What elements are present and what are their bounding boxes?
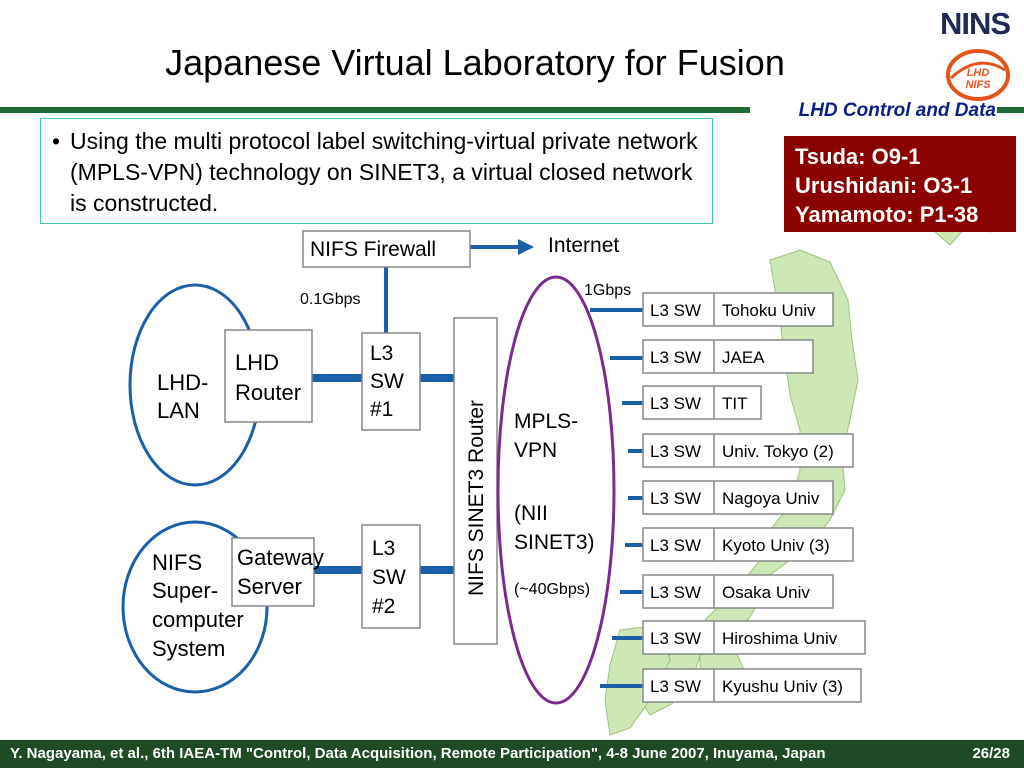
logo-badge-line2: NIFS [965, 79, 991, 91]
links [312, 245, 643, 688]
firewall-label: NIFS Firewall [310, 238, 436, 261]
references-box: Tsuda: O9-1 Urushidani: O3-1 Yamamoto: P… [784, 136, 1016, 232]
lhd-router-label-2: Router [235, 380, 301, 405]
site-box [642, 574, 834, 609]
site-l3sw-label: L3 SW [650, 348, 701, 367]
mpls-speed-label: (~40Gbps) [514, 581, 590, 598]
l3sw2-label-1: L3 [372, 537, 395, 560]
site-name-label: Nagoya Univ [722, 489, 820, 508]
speed-1-label: 1Gbps [584, 282, 631, 299]
gateway-label-1: Gateway [237, 545, 324, 570]
bullet-marker: • [52, 128, 61, 154]
mpls-label-5: SINET3) [514, 531, 595, 554]
site-name-label: Kyushu Univ (3) [722, 677, 843, 696]
lhd-router-box [224, 329, 313, 423]
reference-3: Yamamoto: P1-38 [795, 202, 979, 227]
nifs-super-label-2: Super- [152, 578, 218, 603]
nifs-super-label-3: computer [152, 607, 244, 632]
nifs-super-label-4: System [152, 636, 225, 661]
bullet-text: Using the multi protocol label switching… [70, 128, 698, 216]
page-title: Japanese Virtual Laboratory for Fusion [165, 42, 785, 83]
mpls-label-2: VPN [514, 439, 557, 462]
site-name-label: Univ. Tokyo (2) [722, 442, 834, 461]
site-box [642, 292, 834, 327]
footer: Y. Nagayama, et al., 6th IAEA-TM "Contro… [0, 740, 1024, 768]
site-box [642, 527, 854, 562]
section-label: LHD Control and Data [798, 100, 996, 121]
site-name-label: Osaka Univ [722, 583, 810, 602]
nifs-super-ellipse [121, 520, 269, 694]
bullet-item: • Using the multi protocol label switchi… [52, 126, 707, 219]
lhd-nifs-logo-icon: LHD NIFS [946, 49, 1010, 101]
site-l3sw-label: L3 SW [650, 536, 701, 555]
gateway-label-2: Server [237, 574, 302, 599]
mpls-vpn-ellipse [496, 275, 616, 705]
l3sw2-label-3: #2 [372, 595, 395, 618]
site-box [642, 339, 814, 374]
header-divider-left [0, 107, 750, 113]
l3sw1-box [361, 332, 421, 431]
site-l3sw-label: L3 SW [650, 301, 701, 320]
site-name-label: Tohoku Univ [722, 301, 816, 320]
site-l3sw-label: L3 SW [650, 442, 701, 461]
internet-label: Internet [548, 234, 619, 257]
site-l3sw-label: L3 SW [650, 677, 701, 696]
reference-1: Tsuda: O9-1 [795, 144, 921, 169]
site-list: L3 SW Tohoku Univ L3 SW JAEA L3 SW TIT L3 SW Un… [642, 292, 866, 703]
firewall-box [302, 230, 471, 268]
site-box [642, 385, 762, 420]
lhd-lan-label-2: LAN [157, 398, 200, 423]
header-divider-right [997, 107, 1024, 113]
nifs-super-label-1: NIFS [152, 550, 202, 575]
lhd-lan-label-1: LHD- [157, 370, 208, 395]
site-name-label: Kyoto Univ (3) [722, 536, 830, 555]
site-box [642, 668, 862, 703]
site-l3sw-label: L3 SW [650, 583, 701, 602]
mpls-label-4: (NII [514, 502, 548, 525]
l3sw2-label-2: SW [372, 566, 406, 589]
bullet-box [40, 118, 713, 224]
l3sw1-label-1: L3 [370, 342, 393, 365]
site-box [642, 480, 834, 515]
lhd-router-label-1: LHD [235, 350, 279, 375]
reference-2: Urushidani: O3-1 [795, 173, 973, 198]
l3sw1-label-3: #1 [370, 398, 393, 421]
l3sw1-label-2: SW [370, 370, 404, 393]
sinet-router-label: NIFS SINET3 Router [465, 400, 488, 596]
site-box [642, 620, 866, 655]
mpls-label-1: MPLS- [514, 410, 578, 433]
page-number: 26/28 [972, 745, 1010, 762]
nins-logo-text: NINS [939, 6, 1011, 41]
logo-badge-line1: LHD [967, 67, 990, 79]
site-name-label: TIT [722, 394, 748, 413]
gateway-box [231, 537, 315, 607]
internet-arrow-head [518, 239, 534, 255]
site-l3sw-label: L3 SW [650, 489, 701, 508]
site-box [642, 433, 854, 468]
speed-01-label: 0.1Gbps [300, 291, 360, 308]
site-l3sw-label: L3 SW [650, 629, 701, 648]
site-name-label: JAEA [722, 348, 765, 367]
sinet-router-box [453, 317, 498, 645]
footer-citation: Y. Nagayama, et al., 6th IAEA-TM "Contro… [10, 745, 826, 762]
l3sw2-box [361, 524, 421, 629]
site-l3sw-label: L3 SW [650, 394, 701, 413]
site-name-label: Hiroshima Univ [722, 629, 838, 648]
